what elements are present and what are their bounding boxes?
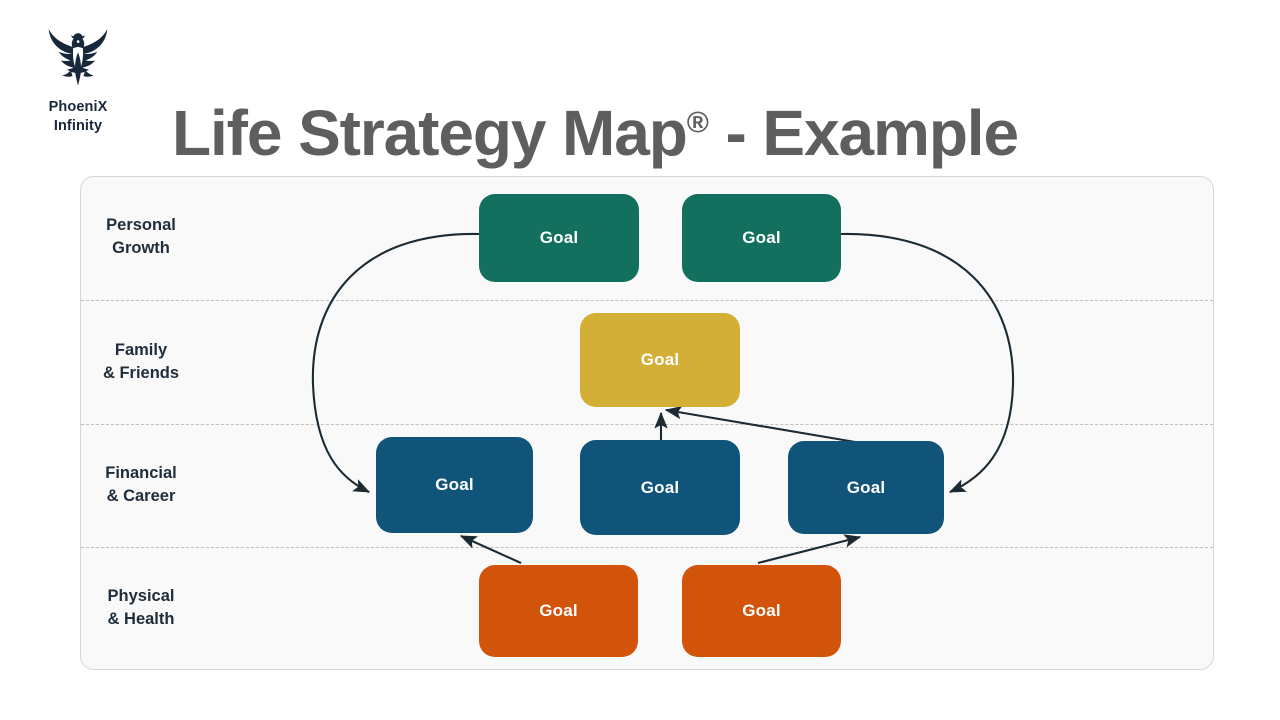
- lane-divider-3: [81, 547, 1213, 548]
- lane-label-line2: & Friends: [102, 364, 180, 383]
- phoenix-logo-icon: [48, 29, 108, 86]
- lane-label-line2: & Career: [106, 487, 176, 506]
- page-title-suffix: - Example: [708, 96, 1020, 169]
- brand-name-line2: Infinity: [53, 117, 103, 134]
- goal-label: Goal: [846, 477, 886, 497]
- lane-label-line1: Financial: [105, 464, 177, 482]
- lane-label-personal-growth: Personal Growth: [80, 214, 202, 261]
- lane-label-line1: Family: [114, 341, 168, 359]
- goal-node-financial-career-1[interactable]: Goal: [376, 437, 533, 533]
- goal-label: Goal: [742, 228, 781, 247]
- registered-trademark-symbol: ®: [686, 106, 709, 140]
- page-title-main: Life Strategy Map: [172, 96, 688, 169]
- brand-name: PhoeniX Infinity: [49, 98, 108, 135]
- lane-label-physical-health: Physical & Health: [80, 585, 202, 632]
- lane-label-line1: Physical: [107, 587, 175, 605]
- goal-label: Goal: [539, 228, 579, 247]
- goal-label: Goal: [640, 350, 680, 369]
- strategy-map-container: [80, 176, 1214, 670]
- goal-node-physical-health-1[interactable]: Goal: [479, 565, 638, 657]
- goal-node-personal-growth-1[interactable]: Goal: [479, 194, 639, 282]
- lane-label-family-friends: Family & Friends: [80, 339, 202, 386]
- brand-name-line1: PhoeniX: [48, 99, 108, 115]
- goal-node-physical-health-2[interactable]: Goal: [682, 565, 841, 657]
- brand-logo: PhoeniX Infinity: [34, 26, 122, 135]
- goal-label: Goal: [742, 601, 781, 620]
- goal-label: Goal: [539, 601, 578, 620]
- goal-label: Goal: [435, 475, 474, 494]
- goal-node-family-friends-1[interactable]: Goal: [580, 313, 740, 407]
- goal-label: Goal: [640, 477, 680, 497]
- lane-label-financial-career: Financial & Career: [80, 462, 202, 509]
- lane-divider-1: [81, 300, 1213, 301]
- lane-label-line1: Personal: [106, 216, 176, 234]
- goal-node-financial-career-3[interactable]: Goal: [788, 441, 944, 534]
- lane-label-line2: Growth: [112, 239, 170, 258]
- page-title: Life Strategy Map® - Example: [172, 101, 1019, 165]
- lane-divider-2: [81, 424, 1213, 425]
- goal-node-financial-career-2[interactable]: Goal: [580, 440, 740, 535]
- goal-node-personal-growth-2[interactable]: Goal: [682, 194, 841, 282]
- lane-label-line2: & Health: [107, 610, 175, 629]
